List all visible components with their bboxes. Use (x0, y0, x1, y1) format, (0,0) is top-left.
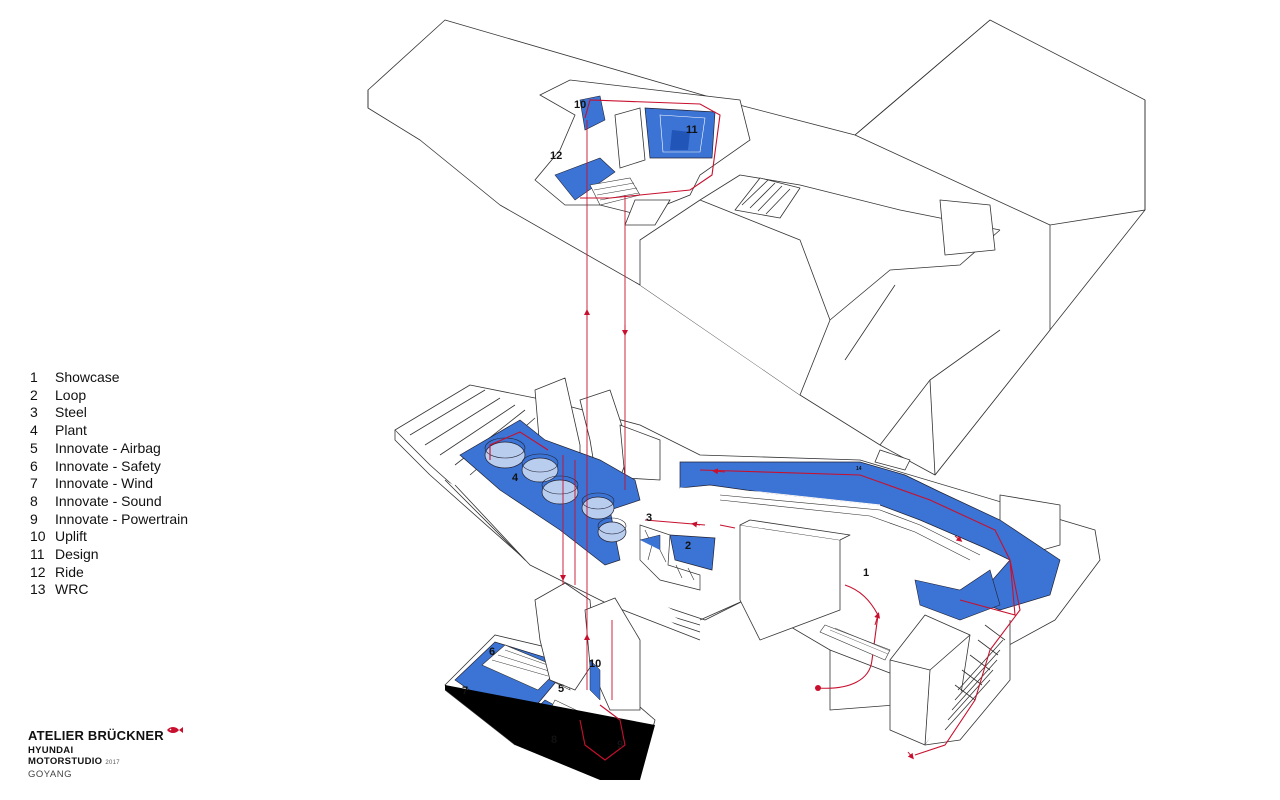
legend-number: 9 (30, 510, 38, 527)
atelier-brand-name: ATELIER BRÜCKNER (28, 728, 164, 743)
route-arrow-loop (954, 535, 963, 542)
legend-number: 4 (30, 422, 38, 439)
legend-item: 13 WRC (30, 581, 188, 599)
legend-label: Innovate - Sound (55, 492, 162, 509)
legend-item: 8 Innovate - Sound (30, 493, 188, 511)
legend-number: 6 (30, 457, 38, 474)
legend-label: Showcase (55, 369, 120, 385)
legend-item: 7 Innovate - Wind (30, 475, 188, 493)
legend-number: 5 (30, 439, 38, 456)
ramp-lines (829, 627, 891, 655)
legend-label: Loop (55, 386, 87, 403)
zone-2-loop (639, 524, 716, 591)
middle-floor-ramp (819, 624, 891, 661)
legend-item: 5 Innovate - Airbag (30, 440, 188, 458)
lower-floor (444, 582, 656, 780)
plan-label-9: 9 (617, 739, 623, 751)
plan-label-6: 6 (489, 646, 495, 658)
route-upper (580, 99, 721, 199)
legend-number: 12 (30, 563, 46, 580)
zone-14-route-belt (679, 461, 1061, 621)
zone-4-plant (459, 419, 641, 566)
legend-item: 6 Innovate - Safety (30, 458, 188, 476)
legend-label: WRC (55, 581, 89, 598)
legend-label: Innovate - Airbag (55, 439, 161, 456)
route-start-point (815, 685, 821, 691)
legend-label: Innovate - Powertrain (55, 510, 189, 527)
plan-label-4: 4 (512, 472, 519, 484)
legend-item: 10 Uplift (30, 528, 188, 546)
zone-10-uplift-top (579, 95, 606, 131)
route-arrow-belt (712, 468, 726, 475)
legend-number: 11 (30, 546, 45, 563)
legend-label: Ride (55, 563, 84, 580)
project-year: 2017 (105, 760, 120, 766)
legend-label: Plant (55, 422, 87, 439)
plan-label-11: 11 (686, 124, 698, 136)
plan-label-7: 7 (462, 685, 468, 697)
route-arrow-exit (907, 751, 914, 760)
legend-label: Uplift (55, 528, 87, 545)
upper-floor-outline (367, 19, 1146, 476)
legend-number: 2 (30, 386, 38, 403)
legend-item: 9 Innovate - Powertrain (30, 511, 188, 529)
legend-number: 8 (30, 492, 38, 509)
legend-item: 11 Design (30, 546, 188, 564)
legend: 1 Showcase 2 Loop 3 Steel 4 Plant 5 Innovate - Ai… (30, 369, 188, 599)
legend-number: 10 (30, 528, 46, 545)
legend-label: Innovate - Wind (55, 475, 154, 492)
project-line-1: HYUNDAI (28, 745, 74, 756)
legend-item: 1 Showcase (30, 369, 188, 387)
plan-label-8: 8 (551, 734, 557, 746)
plan-label-2: 2 (685, 540, 691, 552)
plan-label-5: 5 (558, 683, 564, 695)
route-arrow-showcase (874, 612, 881, 626)
legend-item: 3 Steel (30, 404, 188, 422)
legend-number: 13 (30, 581, 46, 598)
legend-number: 7 (30, 475, 38, 492)
legend-label: Steel (55, 404, 87, 421)
plan-label-12: 12 (550, 150, 562, 162)
route-lower (579, 704, 626, 761)
legend-item: 12 Ride (30, 564, 188, 582)
fish-logo-icon (166, 727, 183, 733)
vertical-circulation-routes (562, 120, 626, 700)
upper-floor-exhibit-block (534, 79, 751, 226)
plan-label-10-lower: 10 (589, 658, 601, 670)
project-city: GOYANG (28, 769, 72, 780)
plan-label-1: 1 (863, 567, 869, 579)
legend-number: 3 (30, 404, 38, 421)
route-middle-right (914, 559, 1021, 756)
plan-label-14: 14 (856, 466, 862, 472)
legend-number: 1 (30, 369, 38, 385)
zone-12-ride (554, 157, 616, 201)
legend-label: Innovate - Safety (55, 457, 161, 474)
plan-label-10-top: 10 (574, 99, 586, 111)
middle-floor-stair-tower (889, 614, 1011, 746)
legend-item: 2 Loop (30, 387, 188, 405)
plan-label-3: 3 (646, 512, 652, 524)
legend-label: Design (55, 546, 99, 563)
project-line-2: MOTORSTUDIO (28, 756, 103, 767)
route-arrow-steel (691, 521, 701, 528)
plan-number-labels: 10 11 12 4 3 2 1 14 6 7 5 10 8 9 (462, 99, 869, 751)
legend-item: 4 Plant (30, 422, 188, 440)
